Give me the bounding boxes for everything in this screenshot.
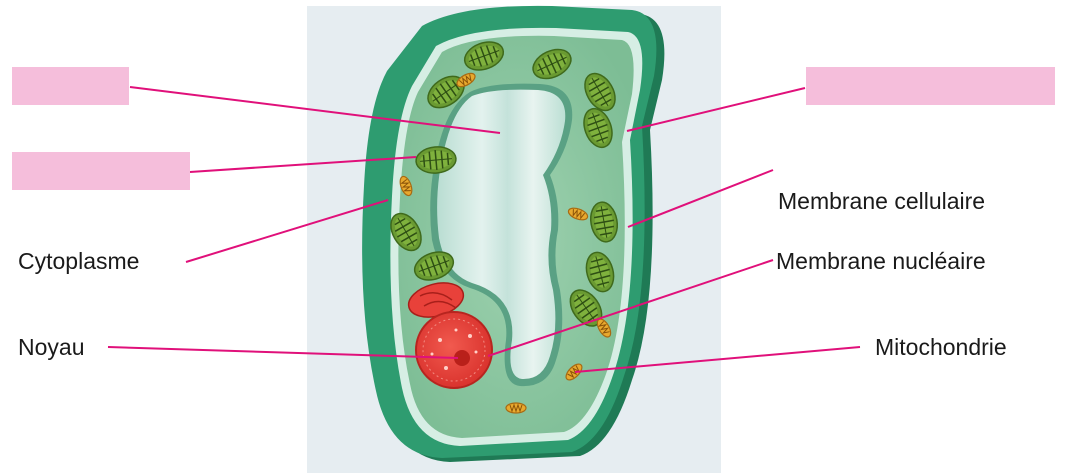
blank-label-chloroplast[interactable] [12, 152, 190, 190]
label-cytoplasm: Cytoplasme [18, 250, 139, 273]
blank-label-cell-wall[interactable] [806, 67, 1055, 105]
label-nuclear-membrane: Membrane nucléaire [776, 250, 986, 273]
label-nucleus: Noyau [18, 336, 84, 359]
nuclear-envelope [416, 312, 492, 388]
label-cell-membrane: Membrane cellulaire [778, 190, 985, 213]
blank-label-vacuole[interactable] [12, 67, 129, 105]
label-mitochondrion: Mitochondrie [875, 336, 1007, 359]
mitochondrion-5 [506, 403, 526, 413]
